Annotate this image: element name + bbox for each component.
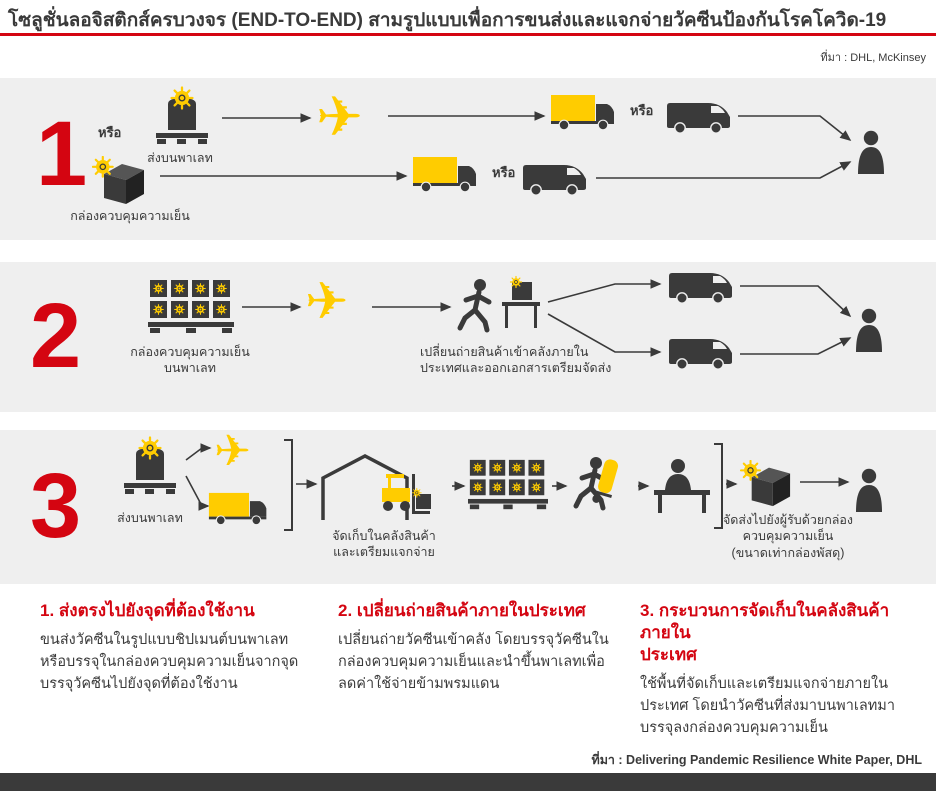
source-top: ที่มา : DHL, McKinsey [820, 52, 926, 64]
row-1-number: 1 [36, 103, 88, 205]
warehouse-forklift-icon [321, 454, 431, 520]
row-2: 2 กล่องควบคุมความเย็น บนพาเลท ✈ [0, 262, 936, 412]
or-label-3: หรือ [492, 165, 516, 180]
note-1-body: ขนส่งวัคซีนในรูปแบบชิปเมนต์บนพาเลท หรือบ… [40, 632, 299, 692]
note-2-body: เปลี่ยนถ่ายวัคซีนเข้าคลัง โดยบรรจุวัคซีน… [338, 632, 609, 692]
yellow-truck-icon [412, 156, 477, 192]
row-2-number: 2 [30, 285, 82, 387]
van-icon [668, 338, 733, 370]
airplane-icon: ✈ [214, 426, 251, 477]
yellow-truck-icon [208, 492, 267, 525]
bottom-bar [0, 773, 936, 791]
airplane-icon: ✈ [316, 85, 363, 150]
note-1: 1. ส่งตรงไปยังจุดที่ต้องใช้งาน ขนส่งวัคซ… [40, 600, 312, 695]
note-3: 3. กระบวนการจัดเก็บในคลังสินค้าภายใน ประ… [640, 600, 930, 740]
title-underline [0, 33, 936, 36]
note-3-body: ใช้พื้นที่จัดเก็บและเตรียมแจกจ่ายภายใน ป… [640, 676, 895, 736]
source-bottom: ที่มา : Delivering Pandemic Resilience W… [591, 753, 922, 767]
cold-box-label: กล่องควบคุมความเย็น [70, 209, 190, 223]
pallet-grid-icon [468, 456, 548, 514]
airplane-icon: ✈ [305, 272, 349, 332]
delivery-label: จัดส่งไปยังผู้รับด้วยกล่อง ควบคุมความเย็… [722, 513, 854, 560]
transfer-label: เปลี่ยนถ่ายสินค้าเข้าคลังภายใน ประเทศและ… [420, 345, 612, 376]
desk-person-icon [654, 459, 710, 513]
van-icon [666, 102, 731, 134]
row-3: 3 ส่งบนพาเลท [0, 430, 936, 584]
transfer-runner-icon [456, 275, 540, 336]
pallet-grid-icon [148, 276, 234, 338]
or-label-2: หรือ [630, 103, 654, 118]
note-2-title: 2. เปลี่ยนถ่ายสินค้าภายในประเทศ [338, 601, 586, 620]
note-1-title: 1. ส่งตรงไปยังจุดที่ต้องใช้งาน [40, 601, 255, 620]
trolley-runner-icon [570, 446, 619, 518]
pallet-grid-label: กล่องควบคุมความเย็น บนพาเลท [130, 345, 250, 376]
note-3-title: 3. กระบวนการจัดเก็บในคลังสินค้าภายใน ประ… [640, 601, 890, 665]
recipient-person-icon [858, 130, 884, 174]
recipient-person-icon [856, 468, 882, 512]
row-1: 1 หรือ ส่งบนพาเลท กล่องควบคุมความเย็น ✈ … [0, 78, 936, 240]
cold-box-icon [740, 460, 796, 508]
pallet-drum-icon [150, 86, 214, 148]
pallet-drum-icon [118, 436, 182, 498]
pallet-label: ส่งบนพาเลท [117, 511, 183, 525]
row-3-number: 3 [30, 455, 82, 557]
van-icon [668, 272, 733, 304]
cold-box-icon [92, 156, 150, 206]
warehouse-label: จัดเก็บในคลังสินค้า และเตรียมแจกจ่าย [332, 529, 436, 560]
note-2: 2. เปลี่ยนถ่ายสินค้าภายในประเทศ เปลี่ยนถ… [338, 600, 626, 695]
van-icon [522, 164, 587, 196]
or-label-1: หรือ [98, 125, 122, 140]
pallet-label: ส่งบนพาเลท [147, 151, 213, 165]
recipient-person-icon [856, 308, 882, 352]
page-title: โซลูชั่นลอจิสติกส์ครบวงจร (END-TO-END) ส… [8, 10, 887, 31]
yellow-truck-icon [550, 94, 615, 130]
